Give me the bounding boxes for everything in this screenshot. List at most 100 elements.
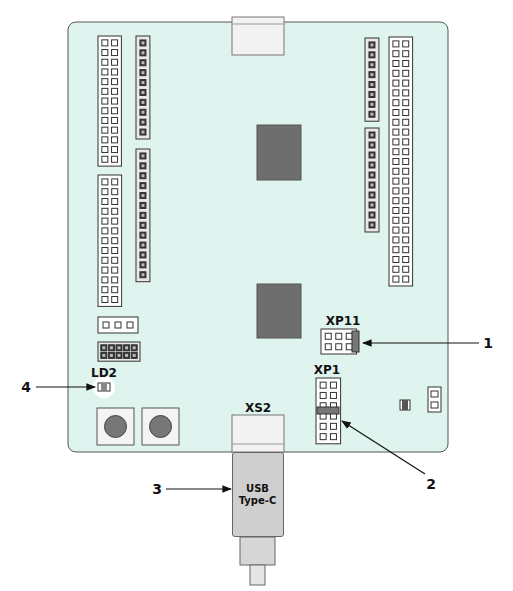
led-highlight: [93, 376, 115, 398]
pin: [112, 238, 118, 244]
pin-header: [365, 38, 379, 121]
connector-edge: [232, 24, 284, 25]
pin-hole: [141, 174, 144, 177]
pin: [369, 212, 375, 218]
pin: [112, 137, 118, 143]
pin: [403, 217, 409, 223]
pin-hole: [141, 184, 144, 187]
pin: [108, 352, 114, 358]
pin: [393, 178, 399, 184]
pin: [102, 117, 108, 123]
pin: [403, 159, 409, 165]
pin: [102, 79, 108, 85]
pin: [369, 91, 375, 97]
plug-label: USB Type-C: [235, 483, 281, 507]
pin-header: [316, 378, 341, 444]
pin-hole: [141, 164, 144, 167]
pin-hole: [370, 63, 373, 66]
pin-hole: [370, 83, 373, 86]
pin: [369, 192, 375, 198]
pin-hole: [133, 354, 136, 357]
pin: [112, 267, 118, 273]
pin: [336, 333, 342, 339]
button-cap: [105, 416, 127, 438]
pin: [112, 147, 118, 153]
pin-hole: [371, 154, 374, 157]
pin: [102, 98, 108, 104]
pin: [369, 62, 375, 68]
pin: [403, 247, 409, 253]
pin-hole: [118, 346, 121, 349]
pin: [369, 202, 375, 208]
pin: [131, 345, 137, 351]
pin: [320, 392, 326, 398]
pin: [393, 41, 399, 47]
pin: [101, 352, 107, 358]
pin: [140, 202, 146, 208]
pin: [140, 183, 146, 189]
pin: [112, 79, 118, 85]
pin: [393, 61, 399, 67]
pin: [403, 100, 409, 106]
pin: [393, 119, 399, 125]
pin: [431, 402, 438, 408]
pin: [369, 142, 375, 148]
pin-hole: [371, 134, 374, 137]
pin-hole: [141, 41, 144, 44]
pin-hole: [141, 253, 144, 256]
pin: [369, 182, 375, 188]
pin: [108, 345, 114, 351]
pin-hole: [125, 354, 128, 357]
pin: [393, 159, 399, 165]
pin: [393, 110, 399, 116]
pin-hole: [141, 194, 144, 197]
pin: [330, 423, 336, 429]
pin: [112, 40, 118, 46]
led: [98, 383, 110, 391]
pin-hole: [141, 131, 144, 134]
pin: [112, 88, 118, 94]
pin: [102, 179, 108, 185]
pin-hole: [141, 234, 144, 237]
pin: [103, 322, 109, 328]
pin: [320, 423, 326, 429]
pin-hole: [141, 121, 144, 124]
pin-hole: [133, 346, 136, 349]
pin-hole: [370, 43, 373, 46]
pin: [102, 218, 108, 224]
pin: [140, 60, 146, 66]
pin: [140, 40, 146, 46]
pin-hole: [110, 354, 113, 357]
pin-hole: [370, 53, 373, 56]
pin: [393, 70, 399, 76]
pin: [112, 69, 118, 75]
part-label: XS2: [245, 402, 271, 414]
pin: [102, 88, 108, 94]
pin-hole: [371, 184, 374, 187]
pin: [393, 257, 399, 263]
callout-number: 1: [483, 336, 493, 350]
pin: [116, 352, 122, 358]
pin-hole: [370, 73, 373, 76]
pin: [403, 61, 409, 67]
pin: [102, 277, 108, 283]
pin: [393, 266, 399, 272]
pin: [112, 228, 118, 234]
jumper: [317, 407, 339, 414]
pin: [112, 297, 118, 303]
part-label: XP11: [326, 315, 361, 327]
pin: [403, 198, 409, 204]
pin: [320, 434, 326, 440]
pin: [140, 193, 146, 199]
pin: [325, 333, 331, 339]
pin: [112, 117, 118, 123]
pin: [369, 222, 375, 228]
pin-headers: [98, 36, 413, 444]
pin-hole: [141, 61, 144, 64]
pin-hole: [371, 214, 374, 217]
pin-header: [98, 342, 140, 361]
pin: [102, 59, 108, 65]
pin-header: [98, 317, 138, 333]
pin: [102, 69, 108, 75]
